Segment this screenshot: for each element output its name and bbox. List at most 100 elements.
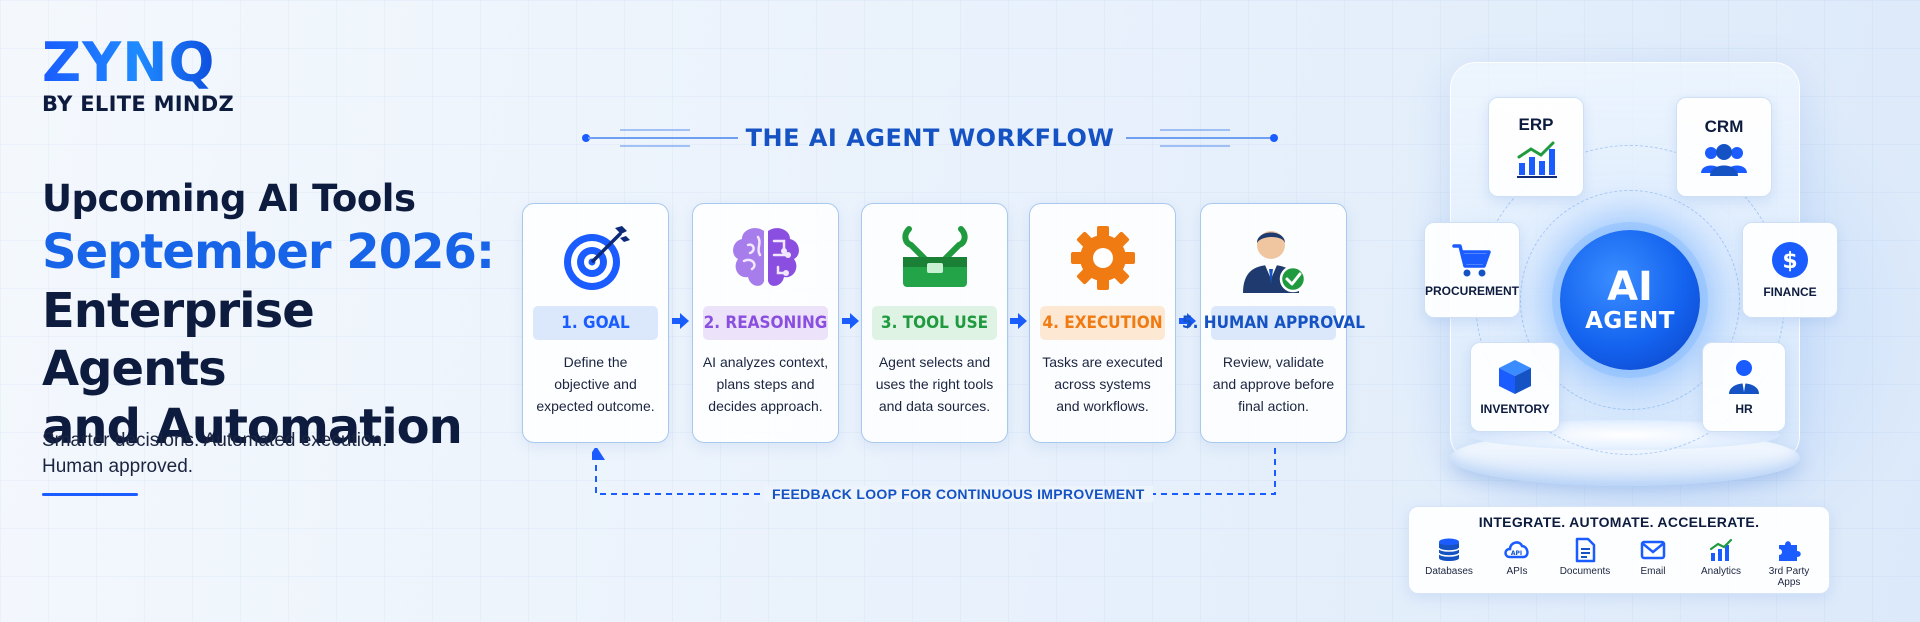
- target-icon: [523, 218, 668, 298]
- workflow-step-reasoning[interactable]: 2. REASONING AI analyzes context, plans …: [692, 203, 839, 443]
- step-label: 4. EXECUTION: [1040, 306, 1165, 340]
- workflow-header: THE AI AGENT WORKFLOW: [580, 118, 1280, 158]
- step-label: 2. REASONING: [703, 306, 828, 340]
- gear-icon: [1030, 218, 1175, 298]
- brand-logo-subtitle: BY ELITE MINDZ: [42, 92, 235, 116]
- step-desc-line: and data sources.: [878, 398, 991, 414]
- integration-databases[interactable]: Databases: [1418, 537, 1480, 591]
- step-desc-line: plans steps and: [716, 376, 815, 392]
- ai-agent-core-line-2: AGENT: [1585, 308, 1675, 334]
- ai-agent-core-line-1: AI: [1607, 264, 1653, 310]
- module-finance[interactable]: $ FINANCE: [1742, 222, 1838, 318]
- arrow-right-icon: [1179, 313, 1196, 329]
- deco-line-left-lower: [620, 145, 690, 147]
- module-inventory[interactable]: INVENTORY: [1470, 342, 1560, 432]
- tagline: Smarter decisions. Automated execution. …: [42, 428, 387, 480]
- step-desc-line: objective and: [554, 376, 637, 392]
- step-desc-line: Define the: [563, 354, 628, 370]
- approver-icon: [1201, 218, 1346, 298]
- step-desc-line: Agent selects and: [878, 354, 991, 370]
- step-label: 5. HUMAN APPROVAL: [1182, 306, 1365, 340]
- database-icon: [1438, 538, 1460, 561]
- step-label: 1. GOAL: [533, 306, 658, 340]
- step-desc-line: decides approach.: [708, 398, 823, 414]
- page-headline: Upcoming AI Tools September 2026: Enterp…: [42, 176, 512, 456]
- tagline-line-1: Smarter decisions. Automated execution.: [42, 430, 388, 451]
- deco-line-left: [588, 137, 738, 139]
- step-desc-line: expected outcome.: [536, 398, 655, 414]
- headline-line-1: Upcoming AI Tools: [42, 177, 416, 220]
- deco-dot-right: [1270, 134, 1278, 142]
- dollar-icon: $: [1772, 242, 1808, 278]
- step-desc-line: and workflows.: [1056, 398, 1149, 414]
- integration-email-label: Email: [1640, 566, 1666, 577]
- headline-line-4: and Automation: [42, 399, 463, 455]
- step-desc-line: and approve before: [1212, 376, 1335, 392]
- cloud-api-icon: API: [1504, 541, 1529, 559]
- arrow-right-icon: [672, 313, 689, 329]
- feedback-loop-label: FEEDBACK LOOP FOR CONTINUOUS IMPROVEMENT: [764, 486, 1153, 502]
- module-procurement[interactable]: PROCUREMENT: [1424, 222, 1520, 318]
- tagline-line-2: Human approved.: [42, 456, 194, 477]
- workflow-step-human-approval[interactable]: 5. HUMAN APPROVAL Review, validate and a…: [1182, 203, 1365, 443]
- integration-analytics-label: Analytics: [1700, 566, 1741, 577]
- module-hr-label: HR: [1735, 402, 1753, 416]
- module-crm[interactable]: CRM: [1676, 97, 1772, 197]
- step-description: Review, validate and approve before fina…: [1209, 351, 1338, 417]
- workflow-title: THE AI AGENT WORKFLOW: [745, 124, 1115, 152]
- document-icon: [1575, 537, 1596, 563]
- chart-icon: [1517, 141, 1557, 178]
- step-desc-line: Tasks are executed: [1042, 354, 1163, 370]
- email-icon: [1640, 540, 1666, 560]
- brain-icon: [693, 218, 838, 298]
- arrow-right-icon: [842, 313, 859, 329]
- workflow-step-execution[interactable]: 4. EXECUTION Tasks are executed across s…: [1029, 203, 1176, 443]
- module-inventory-label: INVENTORY: [1480, 402, 1550, 416]
- module-finance-label: FINANCE: [1763, 285, 1817, 299]
- analytics-icon: [1709, 538, 1733, 561]
- integration-third-party-apps-label: 3rd Party Apps: [1768, 566, 1810, 588]
- step-desc-line: Review, validate: [1222, 354, 1325, 370]
- person-icon: [1729, 360, 1759, 394]
- step-desc-line: final action.: [1238, 398, 1309, 414]
- integrations-list: Databases API APIs Documents Email: [1415, 537, 1823, 591]
- tagline-underline: [42, 493, 138, 496]
- integration-email[interactable]: Email: [1622, 537, 1684, 591]
- headline-line-2: September 2026:: [42, 224, 495, 280]
- integration-documents-label: Documents: [1559, 566, 1611, 577]
- step-desc-line: across systems: [1054, 376, 1151, 392]
- module-erp[interactable]: ERP: [1488, 97, 1584, 197]
- step-description: AI analyzes context, plans steps and dec…: [701, 351, 830, 417]
- integration-third-party-apps[interactable]: 3rd Party Apps: [1758, 537, 1820, 591]
- integration-analytics[interactable]: Analytics: [1690, 537, 1752, 591]
- puzzle-icon: [1779, 541, 1801, 561]
- cart-icon: [1452, 244, 1491, 277]
- integrations-title: INTEGRATE. AUTOMATE. ACCELERATE.: [1478, 514, 1760, 530]
- deco-line-right-lower: [1160, 145, 1230, 147]
- feedback-loop: FEEDBACK LOOP FOR CONTINUOUS IMPROVEMENT: [592, 448, 1278, 502]
- deco-line-right-upper: [1160, 129, 1230, 131]
- step-description: Tasks are executed across systems and wo…: [1038, 351, 1167, 417]
- arrow-right-icon: [1010, 313, 1027, 329]
- headline-line-3: Enterprise Agents: [42, 283, 315, 397]
- step-label: 3. TOOL USE: [872, 306, 997, 340]
- integration-apis[interactable]: API APIs: [1486, 537, 1548, 591]
- module-hr[interactable]: HR: [1702, 342, 1786, 432]
- step-description: Agent selects and uses the right tools a…: [870, 351, 999, 417]
- module-procurement-label: PROCUREMENT: [1425, 284, 1520, 298]
- workflow-step-tool-use[interactable]: 3. TOOL USE Agent selects and uses the r…: [861, 203, 1008, 443]
- integration-apis-label: APIs: [1506, 566, 1528, 577]
- integration-databases-label: Databases: [1425, 566, 1473, 577]
- toolbox-icon: [862, 218, 1007, 298]
- deco-line-right: [1126, 137, 1272, 139]
- brand-logo[interactable]: ZYNQ BY ELITE MINDZ: [42, 36, 235, 117]
- integrations-bar: INTEGRATE. AUTOMATE. ACCELERATE. Databas…: [1408, 506, 1830, 594]
- workflow-step-goal[interactable]: 1. GOAL Define the objective and expecte…: [522, 203, 669, 443]
- module-crm-label: CRM: [1704, 117, 1744, 136]
- ai-agent-core[interactable]: AI AGENT: [1560, 230, 1700, 370]
- brand-logo-wordmark: ZYNQ: [42, 36, 234, 90]
- svg-text:API: API: [1511, 550, 1522, 557]
- box-icon: [1499, 360, 1531, 394]
- integration-documents[interactable]: Documents: [1554, 537, 1616, 591]
- step-desc-line: AI analyzes context,: [702, 354, 829, 370]
